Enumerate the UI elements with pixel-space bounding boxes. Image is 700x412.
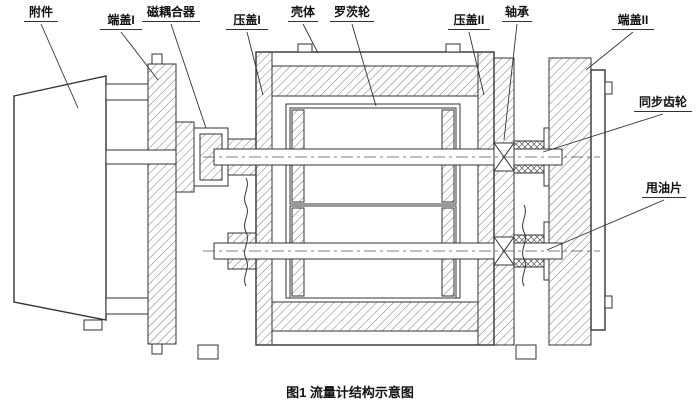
end-cover-1-flange <box>147 53 177 355</box>
label-magnetic-coupler: 磁耦合器 <box>142 5 200 22</box>
roots-rotors <box>285 103 461 299</box>
top-studs <box>297 43 461 53</box>
label-gland-2: 压盖II <box>448 13 490 30</box>
bearing-plate <box>493 57 515 346</box>
label-accessory: 附件 <box>24 5 58 22</box>
break-lines <box>244 177 526 287</box>
label-gland-1: 压盖I <box>226 13 268 30</box>
mounting-feet <box>197 344 537 360</box>
end-cover-2-cap <box>548 57 613 346</box>
label-housing: 壳体 <box>288 5 318 22</box>
label-roots-rotor: 罗茨轮 <box>330 5 374 22</box>
label-end-cover-2: 端盖II <box>612 13 654 30</box>
label-synchronous-gear: 同步齿轮 <box>634 95 692 112</box>
label-end-cover-1: 端盖I <box>100 13 142 30</box>
label-oil-slinger: 甩油片 <box>642 181 686 198</box>
input-shaft <box>105 149 177 165</box>
figure-caption: 图1 流量计结构示意图 <box>286 385 414 400</box>
accessory-box <box>13 75 149 331</box>
shaft-centerlines <box>203 156 600 252</box>
label-bearing: 轴承 <box>502 5 532 22</box>
leader-lines <box>40 23 665 251</box>
